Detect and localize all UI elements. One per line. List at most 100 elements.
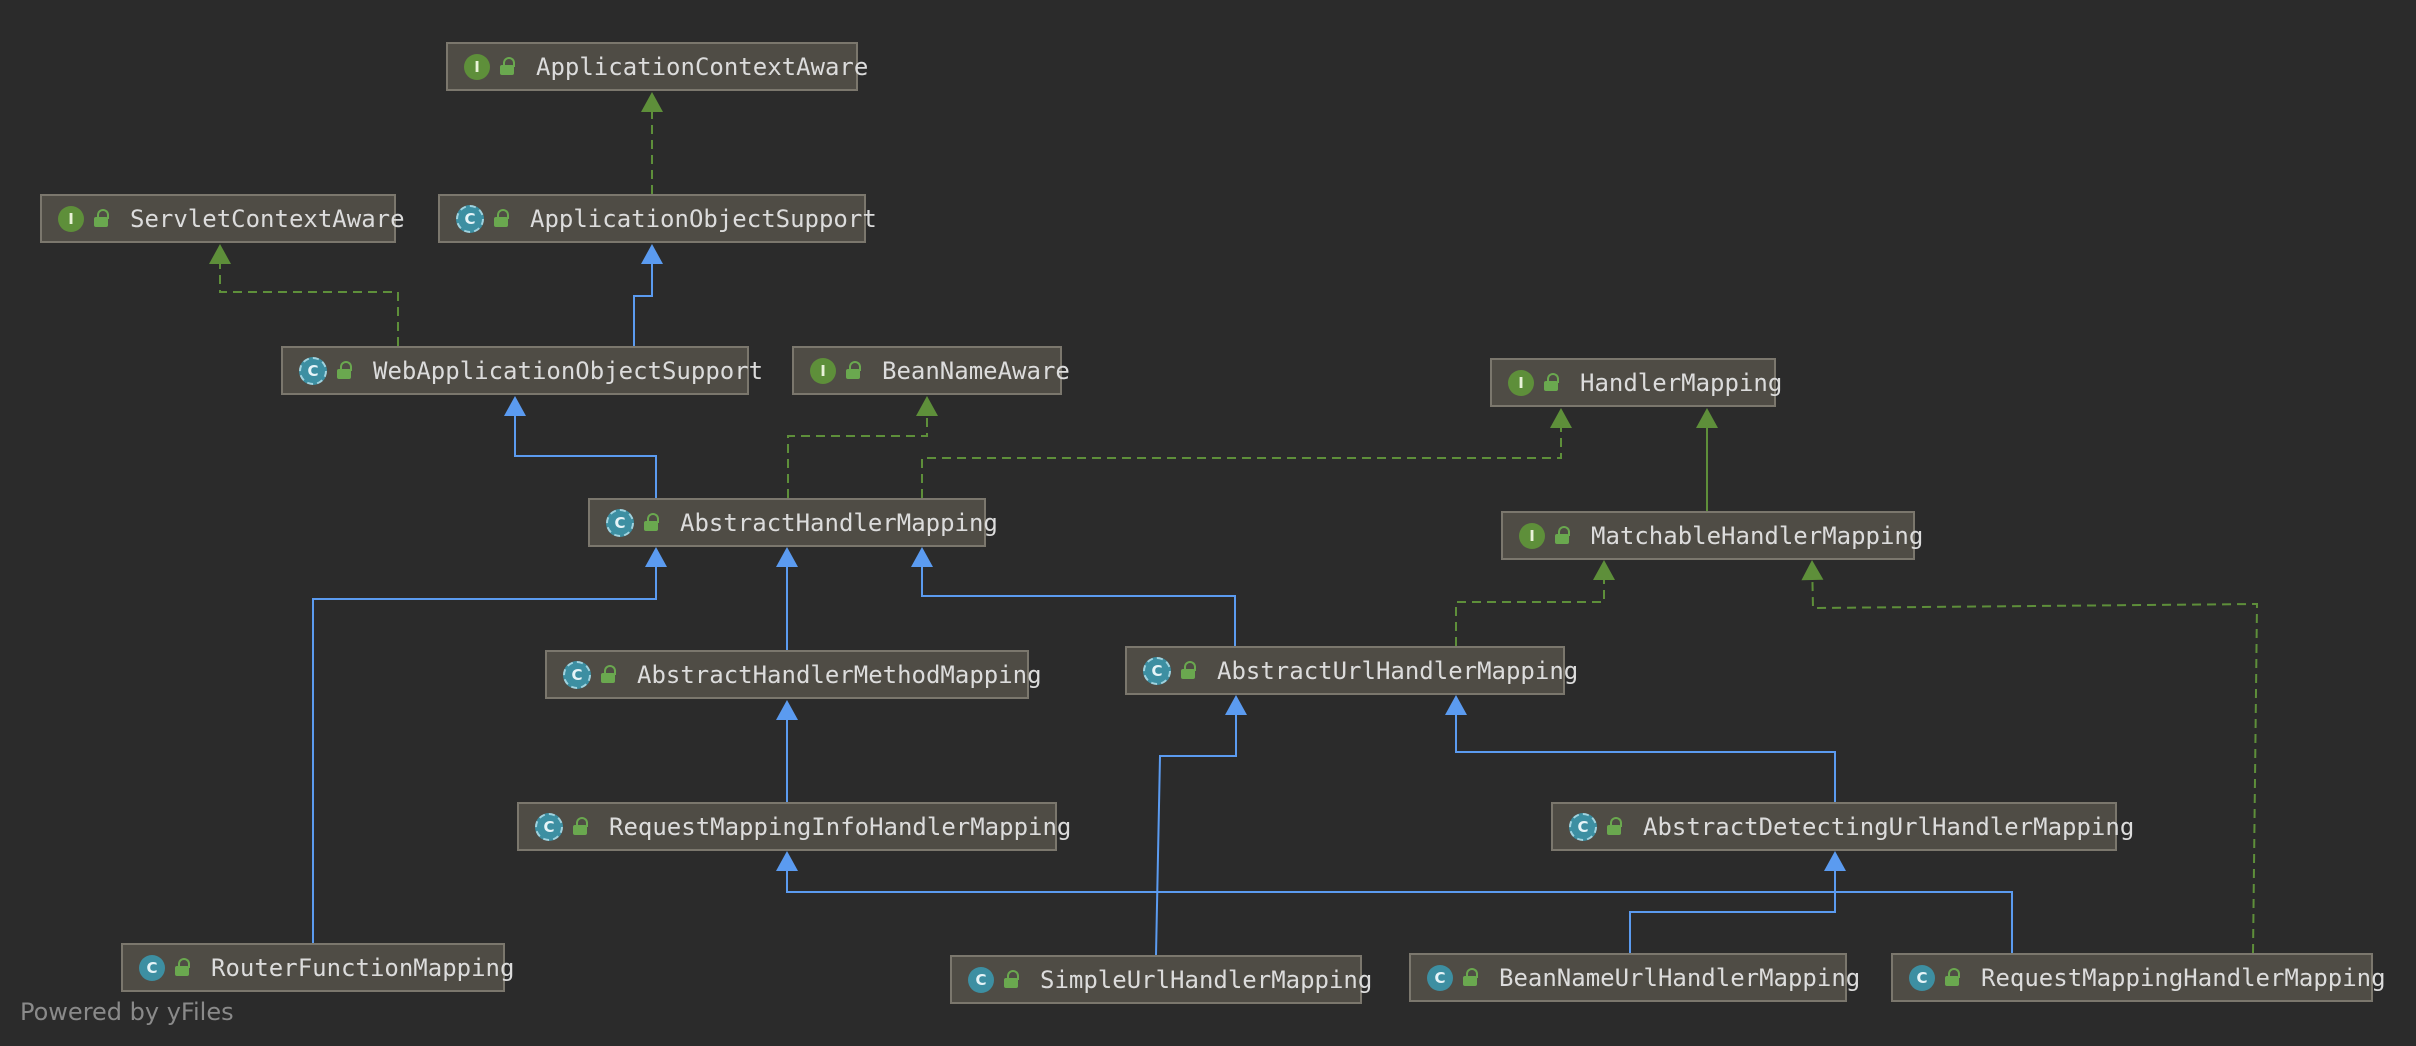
abstract-class-icon: C xyxy=(606,508,634,537)
edge-implements xyxy=(641,92,663,194)
arrowhead-icon xyxy=(916,396,938,416)
class-name-label: RequestMappingHandlerMapping xyxy=(1981,963,2386,992)
public-visibility-icon xyxy=(1544,372,1560,393)
abstract-class-icon: C xyxy=(1569,812,1597,841)
edge-line xyxy=(921,567,1236,646)
powered-by-footer: Powered by yFiles xyxy=(20,998,234,1026)
public-visibility-icon xyxy=(1555,525,1571,546)
edge-line xyxy=(1155,715,1237,956)
edge-implements xyxy=(209,244,399,346)
class-name-label: RouterFunctionMapping xyxy=(211,953,515,982)
arrowhead-icon xyxy=(1550,408,1572,428)
edge-extends-interface xyxy=(1696,408,1718,511)
class-name-label: HandlerMapping xyxy=(1580,368,1783,397)
interface-icon: I xyxy=(464,53,490,80)
class-node-abstract-detecting-url-handler-mapping[interactable]: C AbstractDetectingUrlHandlerMapping xyxy=(1551,802,2134,851)
class-name-label: ApplicationContextAware xyxy=(536,52,869,81)
arrowhead-icon xyxy=(776,700,798,720)
edge-extends xyxy=(776,700,798,802)
public-visibility-icon xyxy=(175,957,191,978)
class-node-matchable-handler-mapping[interactable]: I MatchableHandlerMapping xyxy=(1501,511,1923,560)
edge-line xyxy=(219,264,399,346)
edge-extends xyxy=(1629,851,1846,953)
class-node-abstract-url-handler-mapping[interactable]: C AbstractUrlHandlerMapping xyxy=(1125,646,1578,695)
public-visibility-icon xyxy=(337,360,353,381)
public-visibility-icon xyxy=(94,208,110,229)
abstract-class-icon: C xyxy=(535,812,563,841)
edge-line xyxy=(312,567,657,943)
class-name-label: BeanNameUrlHandlerMapping xyxy=(1499,963,1861,992)
class-node-abstract-handler-mapping[interactable]: C AbstractHandlerMapping xyxy=(588,498,998,547)
class-name-label: BeanNameAware xyxy=(882,356,1070,385)
arrowhead-icon xyxy=(1445,695,1467,715)
class-name-label: ServletContextAware xyxy=(130,204,405,233)
edge-implements xyxy=(787,396,938,498)
public-visibility-icon xyxy=(644,512,660,533)
public-visibility-icon xyxy=(573,816,589,837)
edge-line xyxy=(1455,580,1605,646)
class-node-bean-name-url-handler-mapping[interactable]: C BeanNameUrlHandlerMapping xyxy=(1409,953,1860,1002)
arrowhead-icon xyxy=(1824,851,1846,871)
class-icon: C xyxy=(139,954,165,981)
class-icon: C xyxy=(1909,964,1935,991)
arrowhead-icon xyxy=(1801,560,1824,581)
edge-extends xyxy=(312,547,667,943)
class-name-label: AbstractDetectingUrlHandlerMapping xyxy=(1643,812,2135,841)
edge-implements xyxy=(921,408,1572,498)
class-node-router-function-mapping[interactable]: C RouterFunctionMapping xyxy=(121,943,514,992)
abstract-class-icon: C xyxy=(1143,656,1171,685)
class-node-application-context-aware[interactable]: I ApplicationContextAware xyxy=(446,42,868,91)
arrowhead-icon xyxy=(911,547,933,567)
edge-line xyxy=(786,871,2013,953)
public-visibility-icon xyxy=(1181,660,1197,681)
class-name-label: AbstractHandlerMethodMapping xyxy=(637,660,1042,689)
class-icon: C xyxy=(1427,964,1453,991)
edge-line xyxy=(1811,579,2259,954)
class-name-label: MatchableHandlerMapping xyxy=(1591,521,1924,550)
class-name-label: AbstractUrlHandlerMapping xyxy=(1217,656,1579,685)
edge-extends xyxy=(776,851,2013,953)
arrowhead-icon xyxy=(641,92,663,112)
arrowhead-icon xyxy=(1225,695,1247,715)
interface-icon: I xyxy=(1519,522,1545,549)
interface-icon: I xyxy=(1508,369,1534,396)
abstract-class-icon: C xyxy=(299,356,327,385)
class-node-bean-name-aware[interactable]: I BeanNameAware xyxy=(792,346,1070,395)
public-visibility-icon xyxy=(500,56,516,77)
abstract-class-icon: C xyxy=(563,660,591,689)
interface-icon: I xyxy=(810,357,836,384)
edge-extends xyxy=(1445,695,1836,802)
public-visibility-icon xyxy=(494,208,510,229)
edge-implements xyxy=(1801,560,2259,954)
class-node-web-application-object-support[interactable]: C WebApplicationObjectSupport xyxy=(281,346,763,395)
edge-implements xyxy=(1455,560,1615,646)
public-visibility-icon xyxy=(601,664,617,685)
arrowhead-icon xyxy=(504,396,526,416)
arrowhead-icon xyxy=(1593,560,1615,580)
edge-line xyxy=(921,428,1562,498)
edge-extends xyxy=(776,547,798,650)
edge-line xyxy=(1455,715,1836,802)
edge-extends xyxy=(504,396,657,498)
edge-line xyxy=(633,264,653,346)
arrowhead-icon xyxy=(645,547,667,567)
arrowhead-icon xyxy=(776,851,798,871)
arrowhead-icon xyxy=(209,244,231,264)
class-name-label: AbstractHandlerMapping xyxy=(680,508,998,537)
public-visibility-icon xyxy=(1607,816,1623,837)
class-node-handler-mapping[interactable]: I HandlerMapping xyxy=(1490,358,1782,407)
edge-line xyxy=(514,416,657,498)
edge-extends xyxy=(911,547,1236,646)
edge-line xyxy=(1629,871,1836,953)
abstract-class-icon: C xyxy=(456,204,484,233)
arrowhead-icon xyxy=(776,547,798,567)
class-node-abstract-handler-method-mapping[interactable]: C AbstractHandlerMethodMapping xyxy=(545,650,1042,699)
class-node-request-mapping-handler-mapping[interactable]: C RequestMappingHandlerMapping xyxy=(1891,953,2386,1002)
public-visibility-icon xyxy=(846,360,862,381)
class-name-label: WebApplicationObjectSupport xyxy=(373,356,764,385)
